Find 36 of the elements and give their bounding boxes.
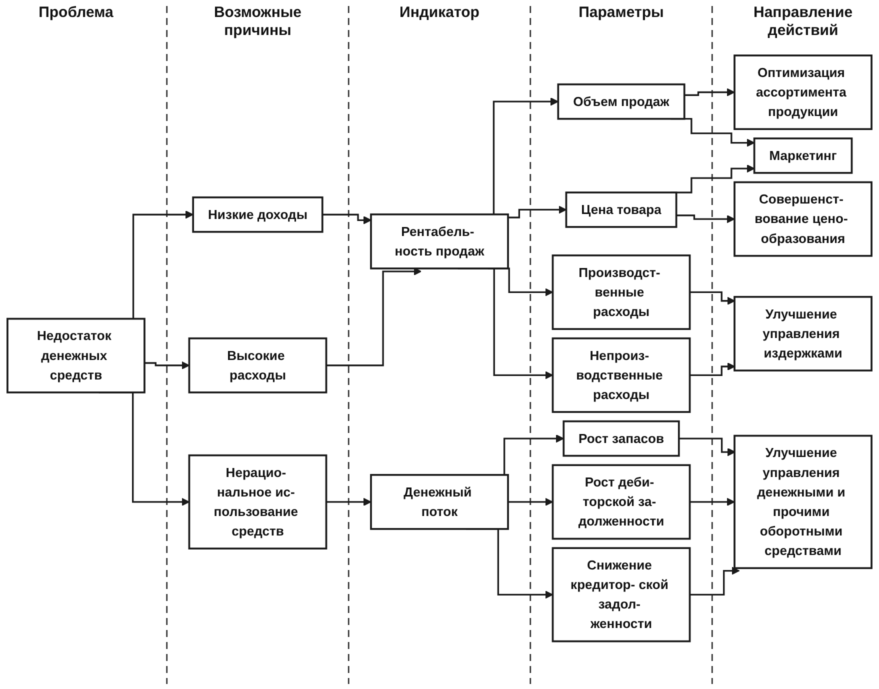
node-box: Маркетинг bbox=[753, 137, 853, 174]
column-heading: Возможные причины bbox=[212, 4, 303, 40]
arrow bbox=[690, 566, 740, 596]
arrow bbox=[508, 206, 567, 218]
column-heading: Направление действий bbox=[752, 4, 854, 40]
arrow bbox=[322, 214, 372, 224]
node-box: Совершенст- вование цено- образования bbox=[734, 181, 872, 257]
arrow bbox=[690, 498, 735, 506]
arrow bbox=[144, 361, 190, 370]
column-heading: Проблема bbox=[38, 4, 114, 22]
node-box: Снижение кредитор- ской задол- женности bbox=[552, 547, 691, 642]
arrow bbox=[690, 291, 736, 305]
node-box: Рост запасов bbox=[562, 420, 680, 457]
node-box: Объем продаж bbox=[557, 83, 686, 120]
node-box: Низкие доходы bbox=[192, 196, 324, 233]
node-box: Улучшение управления издержками bbox=[734, 296, 872, 372]
arrow bbox=[690, 362, 736, 376]
node-box: Непроиз- водственные расходы bbox=[552, 337, 691, 413]
node-box: Цена товара bbox=[565, 192, 678, 228]
arrow bbox=[326, 498, 372, 506]
node-box: Улучшение управления денежными и прочими оборотными средствами bbox=[734, 434, 872, 570]
arrow bbox=[678, 438, 736, 456]
node-box: Оптимизация ассортимента продукции bbox=[734, 54, 872, 130]
column-heading: Параметры bbox=[578, 4, 665, 22]
node-box: Денежный поток bbox=[370, 474, 509, 530]
node-box: Рост деби- торской за- долженности bbox=[552, 464, 691, 540]
column-heading: Индикатор bbox=[398, 4, 480, 22]
arrow bbox=[684, 88, 735, 96]
arrow bbox=[508, 498, 554, 506]
node-box: Высокие расходы bbox=[188, 337, 328, 394]
node-box: Недостаток денежных средств bbox=[6, 318, 146, 394]
node-box: Рентабель- ность продаж bbox=[370, 213, 509, 270]
arrow bbox=[676, 214, 735, 224]
node-box: Производст- венные расходы bbox=[552, 254, 691, 330]
arrow bbox=[326, 267, 422, 366]
node-box: Нерацио- нальное ис- пользование средств bbox=[188, 454, 328, 550]
